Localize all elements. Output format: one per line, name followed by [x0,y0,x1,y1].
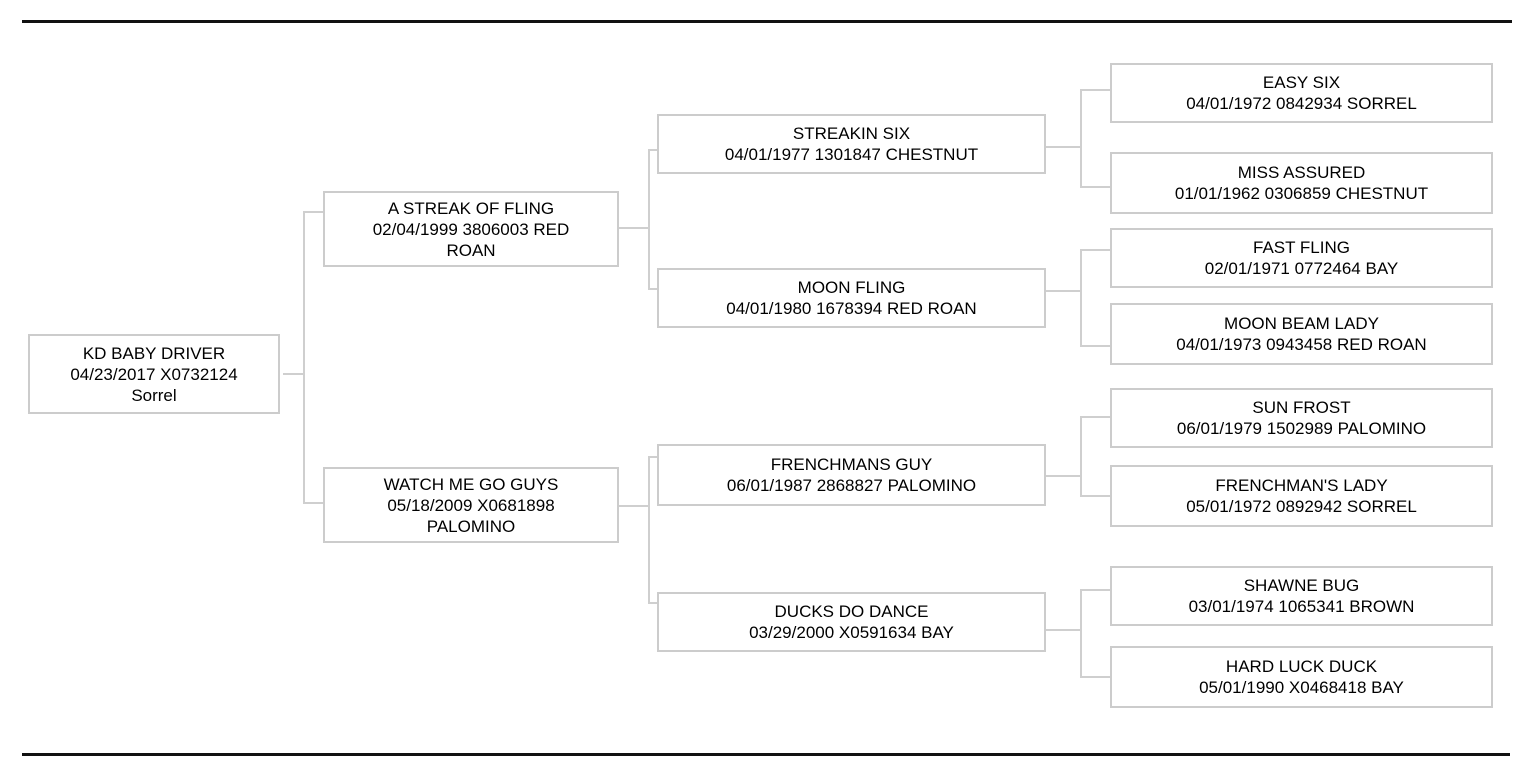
horse-detail-line: 05/18/2009 X0681898 [387,495,555,515]
pedigree-node-dam-sire-sire: SUN FROST 06/01/1979 1502989 PALOMINO [1110,388,1493,448]
connector-sire-dam-dam-stub [1080,345,1110,347]
connector-dam-sire-stub [648,456,657,458]
horse-detail-line: 04/01/1972 0842934 SORREL [1186,94,1417,113]
horse-detail-line: ROAN [446,240,496,260]
pedigree-node-sire: A STREAK OF FLING 02/04/1999 3806003 RED… [323,191,619,267]
horse-detail-line: 03/29/2000 X0591634 BAY [749,623,954,642]
connector-dam-out-stub [619,505,648,507]
horse-name: A STREAK OF FLING [387,198,555,218]
pedigree-node-sire-sire-dam: MISS ASSURED 01/01/1962 0306859 CHESTNUT [1110,152,1493,214]
horse-name: FRENCHMAN'S LADY [1215,476,1388,495]
pedigree-node-sire-sire: STREAKIN SIX 04/01/1977 1301847 CHESTNUT [657,114,1046,174]
connector-sire-sire-out-stub [1046,146,1080,148]
horse-detail-line: 02/04/1999 3806003 RED [372,219,570,239]
connector-sire-dam-sire-stub [1080,249,1110,251]
horse-name: FRENCHMANS GUY [770,455,933,474]
connector-sire-dam-stub [648,288,657,290]
connector-sire-dam-parents-vertical [1080,249,1082,347]
horse-detail-line: 06/01/1987 2868827 PALOMINO [726,476,977,495]
bottom-rule [22,753,1510,756]
connector-dam-sire-parents-vertical [1080,416,1082,497]
connector-dam-dam-dam-stub [1080,676,1110,678]
horse-name: KD BABY DRIVER [82,343,226,363]
connector-subject-stub [283,373,303,375]
horse-name: MISS ASSURED [1237,163,1366,182]
connector-sire-dam-out-stub [1046,290,1080,292]
connector-sire-sire-sire-stub [1080,89,1110,91]
horse-detail-line: 05/01/1990 X0468418 BAY [1199,678,1404,697]
horse-name: SUN FROST [1252,398,1351,417]
pedigree-node-dam-sire: FRENCHMANS GUY 06/01/1987 2868827 PALOMI… [657,444,1046,506]
connector-dam-dam-out-stub [1046,629,1080,631]
connector-dam-stub [303,502,323,504]
pedigree-node-sire-dam-dam: MOON BEAM LADY 04/01/1973 0943458 RED RO… [1110,303,1493,365]
horse-detail-line: 04/01/1980 1678394 RED ROAN [726,299,977,318]
horse-name: MOON FLING [797,278,906,297]
connector-dam-sire-out-stub [1046,475,1080,477]
connector-sire-sire-stub [648,149,657,151]
top-rule [22,20,1512,23]
horse-detail-line: 01/01/1962 0306859 CHESTNUT [1174,184,1429,203]
horse-detail-line: 06/01/1979 1502989 PALOMINO [1176,419,1427,438]
horse-name: FAST FLING [1253,238,1350,257]
connector-dam-dam-stub [648,602,657,604]
horse-name: EASY SIX [1262,73,1341,92]
connector-sire-sire-dam-stub [1080,186,1110,188]
pedigree-node-dam: WATCH ME GO GUYS 05/18/2009 X0681898 PAL… [323,467,619,543]
connector-sire-out-stub [619,227,648,229]
horse-name: MOON BEAM LADY [1224,314,1379,333]
connector-parents-vertical [303,211,305,504]
horse-name: WATCH ME GO GUYS [383,474,559,494]
horse-detail-line: Sorrel [131,385,177,405]
pedigree-node-dam-dam: DUCKS DO DANCE 03/29/2000 X0591634 BAY [657,592,1046,652]
pedigree-node-sire-dam: MOON FLING 04/01/1980 1678394 RED ROAN [657,268,1046,328]
horse-detail-line: 02/01/1971 0772464 BAY [1204,259,1399,278]
pedigree-node-dam-dam-dam: HARD LUCK DUCK 05/01/1990 X0468418 BAY [1110,646,1493,708]
horse-detail-line: 04/23/2017 X0732124 [70,364,238,384]
connector-dam-dam-parents-vertical [1080,589,1082,678]
pedigree-node-sire-dam-sire: FAST FLING 02/01/1971 0772464 BAY [1110,228,1493,288]
connector-dam-dam-sire-stub [1080,589,1110,591]
connector-sire-stub [303,211,323,213]
horse-name: STREAKIN SIX [792,124,911,143]
pedigree-node-dam-dam-sire: SHAWNE BUG 03/01/1974 1065341 BROWN [1110,566,1493,626]
connector-dam-sire-dam-stub [1080,495,1110,497]
horse-detail-line: 04/01/1977 1301847 CHESTNUT [724,145,979,164]
horse-detail-line: 04/01/1973 0943458 RED ROAN [1176,335,1427,354]
horse-name: SHAWNE BUG [1243,576,1360,595]
connector-sire-sire-parents-vertical [1080,89,1082,188]
pedigree-node-subject: KD BABY DRIVER 04/23/2017 X0732124 Sorre… [28,334,280,414]
connector-dam-parents-vertical [648,456,650,604]
horse-detail-line: 03/01/1974 1065341 BROWN [1188,597,1415,616]
horse-detail-line: PALOMINO [426,516,516,536]
connector-sire-parents-vertical [648,149,650,290]
horse-detail-line: 05/01/1972 0892942 SORREL [1186,497,1417,516]
pedigree-node-sire-sire-sire: EASY SIX 04/01/1972 0842934 SORREL [1110,63,1493,123]
horse-name: HARD LUCK DUCK [1225,657,1378,676]
connector-dam-sire-sire-stub [1080,416,1110,418]
horse-name: DUCKS DO DANCE [774,602,929,621]
pedigree-node-dam-sire-dam: FRENCHMAN'S LADY 05/01/1972 0892942 SORR… [1110,465,1493,527]
